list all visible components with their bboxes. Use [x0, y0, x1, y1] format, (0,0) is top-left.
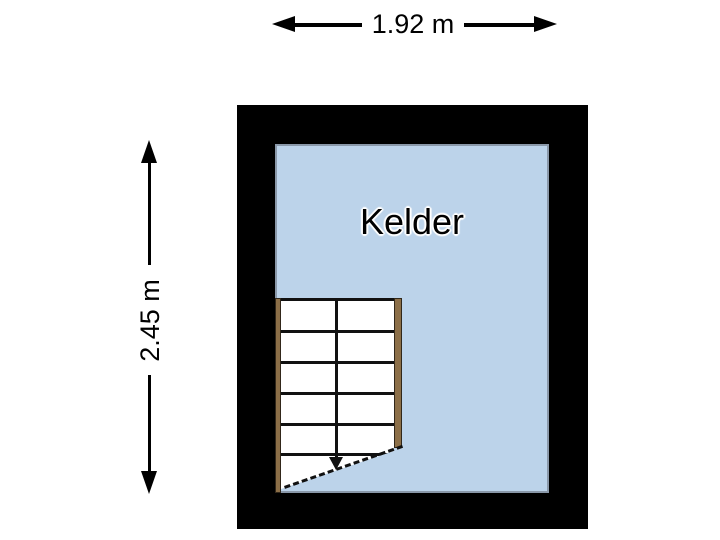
room-label: Kelder [359, 201, 465, 242]
stair-direction-down-arrow-icon [329, 457, 343, 470]
tread-line [281, 361, 394, 364]
stair-walkline [335, 298, 338, 459]
tread-line [281, 330, 394, 333]
arrow-down-icon [141, 471, 157, 494]
dimension-width-label: 1.92 m [362, 9, 464, 40]
arrow-right-icon [534, 16, 557, 32]
stair-stringer-right [394, 298, 402, 448]
dimension-height-text: 2.45 m [134, 278, 165, 362]
dimension-height-label: 2.45 m [131, 265, 169, 375]
staircase [275, 298, 404, 493]
dimension-width-text: 1.92 m [371, 9, 455, 39]
stair-top-edge [275, 298, 402, 301]
arrow-left-icon [272, 16, 295, 32]
tread-line [281, 392, 394, 395]
arrow-up-icon [141, 140, 157, 163]
stair-stringer-left [275, 298, 281, 493]
tread-line [281, 423, 394, 426]
tread-line [281, 453, 394, 456]
